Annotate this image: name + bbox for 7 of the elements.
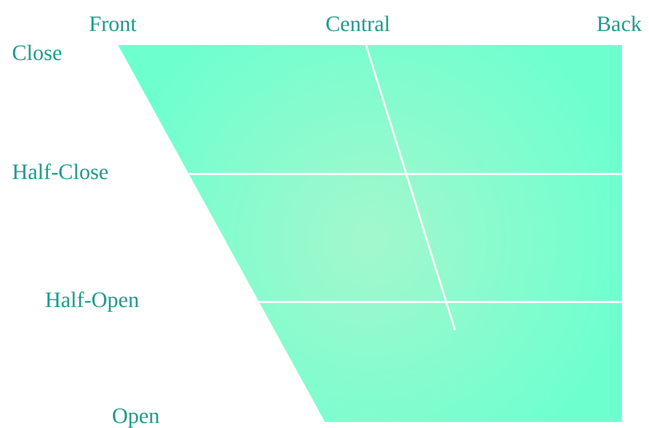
row-label: Close [12, 41, 62, 65]
column-label: Back [596, 12, 642, 36]
row-label: Half-Open [45, 288, 140, 312]
column-label: Front [89, 12, 137, 36]
column-label: Central [326, 12, 390, 36]
row-label: Half-Close [12, 160, 109, 184]
row-label: Open [112, 404, 160, 428]
